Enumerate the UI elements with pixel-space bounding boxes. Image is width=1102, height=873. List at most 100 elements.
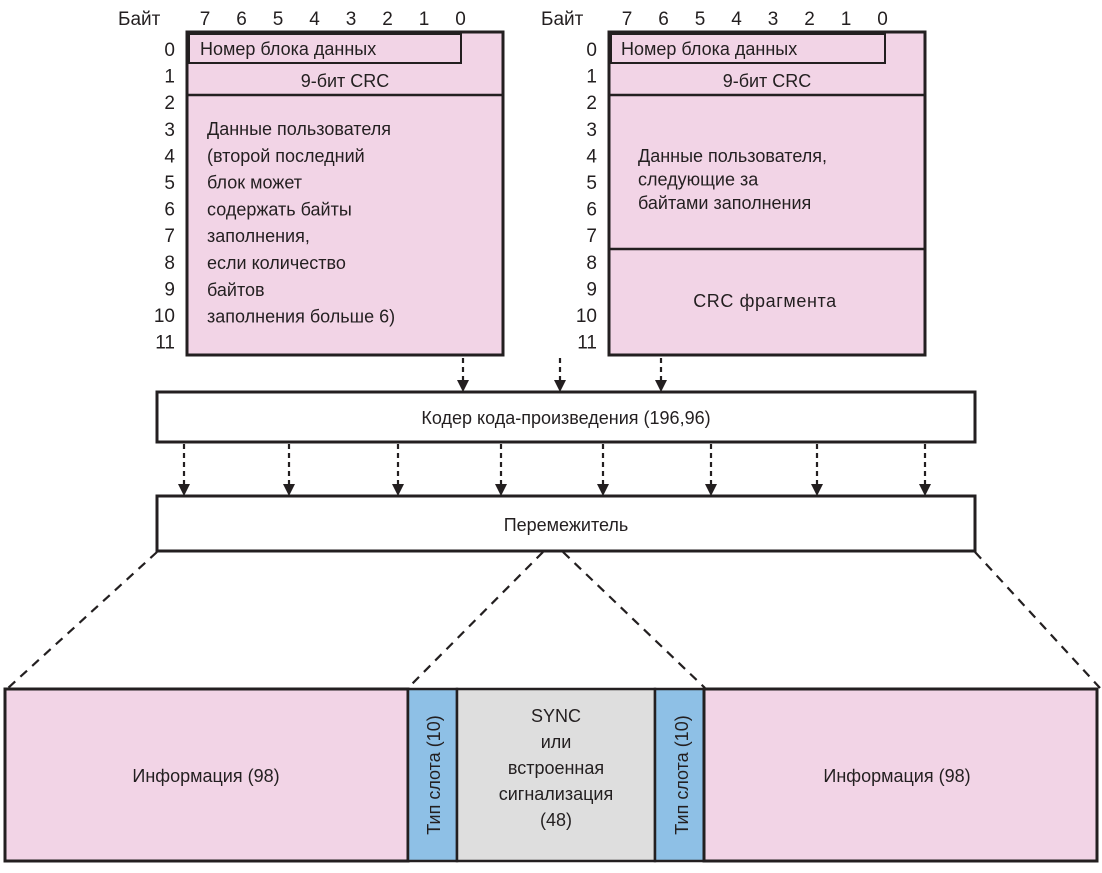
byte-row-number: 4 [586,146,597,167]
expansion-lines [7,551,1101,689]
byte-row-number: 1 [586,67,597,88]
product-code-encoder-box [155,390,977,444]
left-block-frame [185,30,505,357]
slot-type-left-label: Тип слота (10) [424,715,444,834]
byte-row-number: 7 [164,226,175,247]
user-data-line: следующие за [638,170,759,190]
byte-row-number: 9 [164,279,175,300]
right-user-data-text: Данные пользователя,следующие забайтами … [638,146,827,213]
left-block-number-label: Номер блока данных [200,39,376,59]
left-crc9-label: 9-бит CRC [301,71,390,91]
user-data-line: байтов [207,280,265,300]
slot-type-right-label: Тип слота (10) [672,715,692,834]
right-block-frame [607,30,927,357]
down-arrow-icon [811,484,823,496]
right-byte-label: Байт [541,9,584,30]
byte-row-number: 1 [164,67,175,88]
down-arrow-icon [457,380,469,392]
down-arrow-icon [554,380,566,392]
sync-field [455,687,657,863]
bit-number: 2 [382,9,393,30]
left-byte-label: Байт [118,9,161,30]
bit-number: 7 [622,9,633,30]
right-fragment-crc-label: CRC фрагмента [693,291,837,311]
user-data-line: если количество [207,253,346,273]
info-right-field [702,687,1099,863]
byte-row-number: 2 [586,93,597,114]
byte-row-number: 11 [577,333,597,354]
bit-number: 3 [346,9,357,30]
bit-number: 4 [731,9,742,30]
byte-row-number: 2 [164,93,175,114]
sync-label-line: или [541,732,572,752]
byte-row-number: 0 [164,40,175,61]
down-arrow-icon [597,484,609,496]
encoder-label: Кодер кода-произведения (196,96) [421,408,710,428]
down-arrow-icon [283,484,295,496]
left-user-data-text: Данные пользователя(второй последнийблок… [207,119,395,327]
sync-label-line: встроенная [508,758,604,778]
bit-number: 0 [455,9,466,30]
user-data-line: блок может [207,173,302,193]
byte-row-number: 3 [586,120,597,141]
down-arrow-icon [705,484,717,496]
byte-row-number: 8 [164,253,175,274]
bit-number: 0 [877,9,888,30]
info-right-label: Информация (98) [823,766,970,786]
bit-number: 1 [841,9,852,30]
expansion-line-center-left [407,551,544,689]
bit-number: 2 [804,9,815,30]
byte-row-number: 5 [586,173,597,194]
user-data-line: содержать байты [207,199,352,219]
byte-row-number: 4 [164,146,175,167]
byte-row-number: 9 [586,279,597,300]
down-arrow-icon [392,484,404,496]
bit-number: 4 [309,9,320,30]
interleaver-box [155,494,977,553]
byte-row-number: 6 [164,200,175,221]
slot-type-left-field [406,687,459,863]
bit-number: 1 [419,9,430,30]
bit-number: 6 [236,9,247,30]
sync-label-line: сигнализация [499,784,614,804]
expansion-line-left [7,551,158,689]
info-left-field [3,687,410,863]
down-arrow-icon [655,380,667,392]
byte-row-number: 3 [164,120,175,141]
bit-number: 3 [768,9,779,30]
right-crc9-label: 9-бит CRC [723,71,812,91]
user-data-line: заполнения, [207,226,310,246]
byte-row-number: 0 [586,40,597,61]
right-block-number-field [610,33,886,64]
sync-label-line: SYNC [531,706,581,726]
user-data-line: заполнения больше 6) [207,307,395,327]
byte-row-number: 10 [154,306,175,327]
interleaver-label: Перемежитель [504,515,629,535]
user-data-line: Данные пользователя, [638,146,827,166]
left-block-number-field [188,33,462,64]
sync-label-line: (48) [540,810,572,830]
encoder-input-arrows [457,358,667,392]
info-left-label: Информация (98) [132,766,279,786]
expansion-line-right [974,551,1101,689]
down-arrow-icon [495,484,507,496]
byte-row-number: 8 [586,253,597,274]
right-block-number-label: Номер блока данных [621,39,797,59]
byte-row-number: 5 [164,173,175,194]
byte-row-number: 10 [576,306,597,327]
expansion-line-center-right [562,551,706,689]
sync-label: SYNC или встроенная сигнализация (48) [499,706,614,830]
down-arrow-icon [178,484,190,496]
bit-number: 5 [695,9,706,30]
interleaver-input-arrows [178,444,931,496]
bit-number: 5 [273,9,284,30]
byte-row-number: 6 [586,200,597,221]
burst-structure: Информация (98) Тип слота (10) SYNC или вс… [3,687,1099,863]
